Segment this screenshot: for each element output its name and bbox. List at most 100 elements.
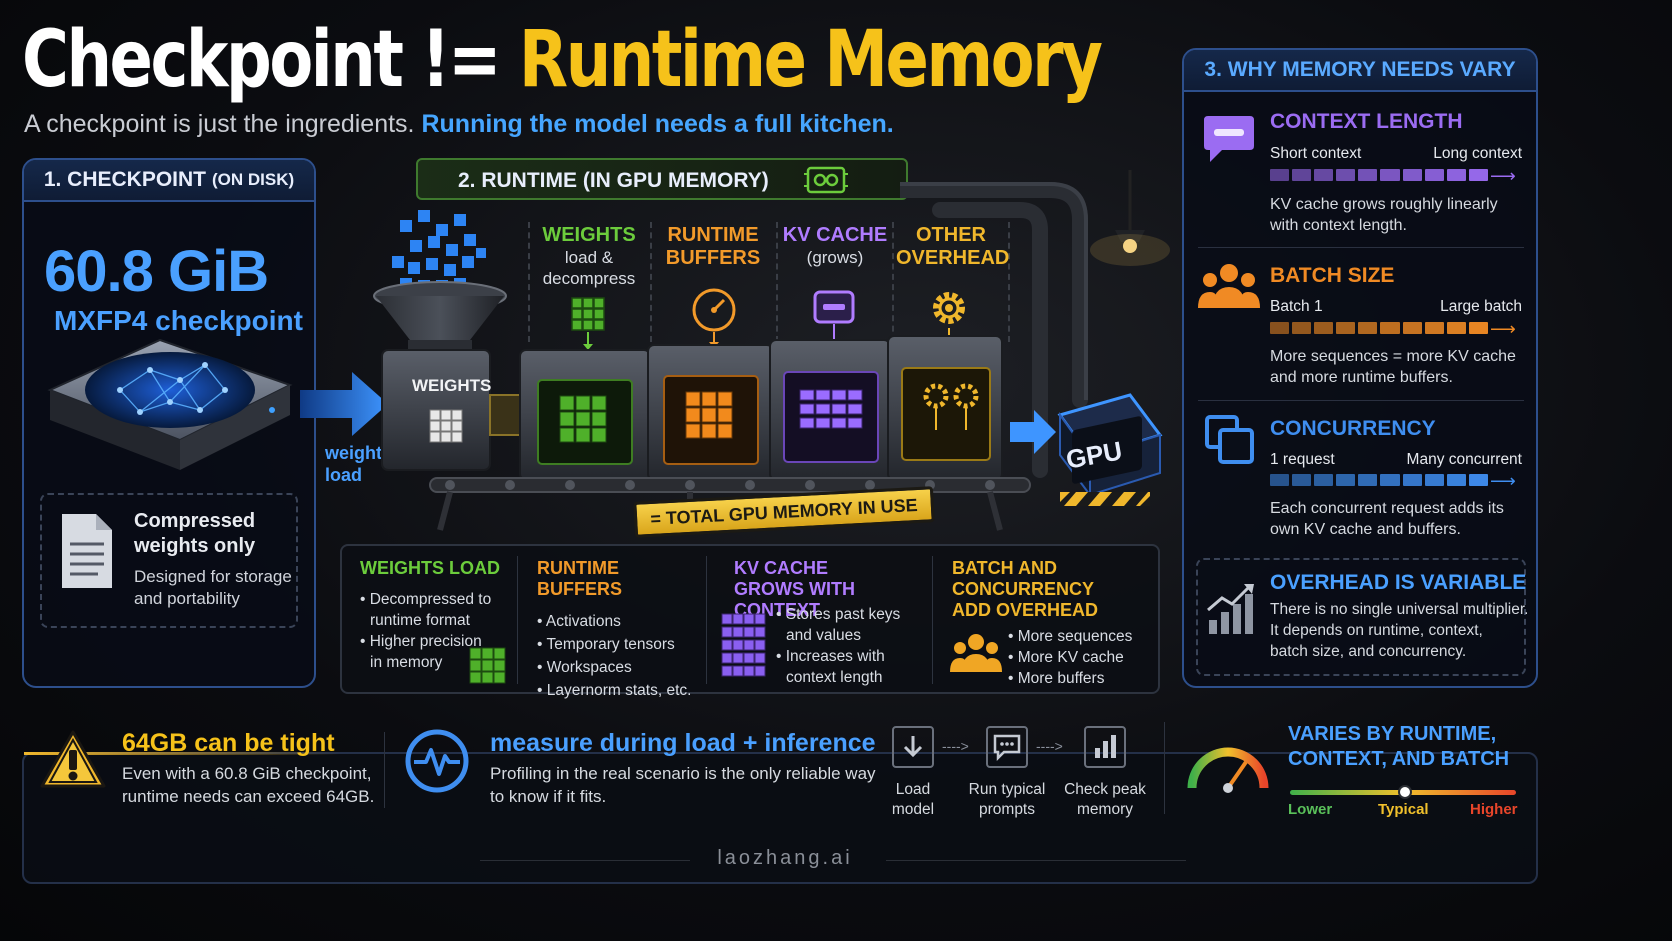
runtime-machine-illustration bbox=[373, 210, 1163, 531]
bar-chart-icon bbox=[1084, 726, 1126, 768]
checkpoint-heading-text: 1. CHECKPOINT bbox=[43, 168, 206, 191]
step-label: prompts bbox=[979, 801, 1035, 818]
bar-segment bbox=[1358, 169, 1378, 181]
step-run-prompts: Run typical prompts bbox=[962, 780, 1052, 820]
runtime-heading-text: 2. RUNTIME (IN GPU MEMORY) bbox=[458, 169, 769, 192]
hopper-weights-label: WEIGHTS bbox=[412, 376, 492, 395]
context-length-right-label: Long context bbox=[1433, 145, 1522, 162]
step-label: Run typical bbox=[968, 781, 1046, 798]
measure-desc: Profiling in the real scenario is the on… bbox=[490, 762, 876, 808]
arrow-right-icon: ⟶ bbox=[1490, 471, 1516, 491]
title-part-runtime-memory: Runtime Memory bbox=[518, 15, 1103, 105]
bar-segment bbox=[1358, 322, 1378, 334]
stage-weights: WEIGHTS load & decompress bbox=[532, 224, 646, 289]
box-desc-1: Designed for storage bbox=[134, 567, 292, 586]
checkpoint-panel-heading: 1. CHECKPOINT (ON DISK) bbox=[24, 160, 314, 202]
bar-segment bbox=[1402, 474, 1422, 486]
subtitle-part-1: A checkpoint is just the ingredients. bbox=[24, 110, 415, 138]
column-kv-bullets: • Stores past keys and values • Increase… bbox=[776, 604, 926, 688]
desc-line: KV cache grows roughly linearly bbox=[1270, 196, 1498, 213]
overhead-variable-desc: There is no single universal multiplier.… bbox=[1270, 599, 1528, 662]
column-divider bbox=[706, 556, 707, 684]
desc-line: Even with a 60.8 GiB checkpoint, bbox=[122, 764, 372, 783]
stage-sub: load & bbox=[564, 248, 614, 267]
bar-segment bbox=[1424, 322, 1444, 334]
measure-title: measure during load + inference bbox=[490, 729, 876, 757]
chat-bubble-icon bbox=[1204, 116, 1254, 162]
bar-segment bbox=[1446, 474, 1466, 486]
kv-cache-blocks-icon bbox=[721, 613, 766, 677]
bar-segment bbox=[1314, 322, 1334, 334]
bullet: Decompressed to bbox=[369, 591, 492, 608]
bullet: Higher precision bbox=[369, 633, 482, 650]
checkpoint-size: 60.8 GiB bbox=[44, 239, 269, 304]
bar-segment bbox=[1424, 474, 1444, 486]
people-group-icon bbox=[1198, 264, 1260, 308]
total-gpu-memory-text: = TOTAL GPU MEMORY IN USE bbox=[649, 494, 919, 529]
desc-line: Profiling in the real scenario is the on… bbox=[490, 764, 876, 783]
copy-windows-icon bbox=[1205, 415, 1254, 464]
stage-divider bbox=[776, 222, 778, 342]
checkpoint-format: MXFP4 checkpoint bbox=[54, 305, 303, 336]
box-title-2: weights only bbox=[134, 535, 256, 557]
step-label: Load bbox=[895, 781, 931, 798]
bar-segment bbox=[1468, 474, 1488, 486]
stage-title: OTHER bbox=[916, 224, 986, 246]
bullet: More KV cache bbox=[1017, 649, 1124, 666]
desc-line: runtime needs can exceed 64GB. bbox=[122, 787, 375, 806]
context-length-bar bbox=[1270, 169, 1488, 181]
stage-title: WEIGHTS bbox=[542, 224, 636, 246]
column-kv-cache: KV CACHE GROWS WITH CONTEXT bbox=[734, 558, 930, 621]
footer-line-right bbox=[886, 860, 1186, 861]
column-title: CONCURRENCY bbox=[952, 579, 1095, 599]
page-title: Checkpoint != Runtime Memory bbox=[22, 14, 1103, 106]
item-divider bbox=[1198, 247, 1524, 248]
column-title: WEIGHTS LOAD bbox=[360, 558, 500, 578]
footer-brand: laozhang.ai bbox=[717, 847, 853, 869]
concurrency-left-label: 1 request bbox=[1270, 451, 1335, 468]
compressed-weights-desc: Designed for storage and portability bbox=[134, 566, 292, 610]
people-group-icon bbox=[950, 634, 1002, 672]
bar-segment bbox=[1270, 322, 1290, 334]
prompt-chat-icon bbox=[986, 726, 1028, 768]
pipes-decoration bbox=[900, 170, 1170, 478]
step-load-model: Load model bbox=[873, 780, 953, 820]
bar-segment bbox=[1402, 169, 1422, 181]
dashed-arrow-icon: ----> bbox=[1036, 738, 1063, 754]
step-label: model bbox=[891, 801, 935, 818]
column-title: ADD OVERHEAD bbox=[952, 600, 1099, 620]
title-part-checkpoint: Checkpoint != bbox=[22, 15, 502, 105]
why-memory-panel: 3. WHY MEMORY NEEDS VARY bbox=[1182, 48, 1538, 688]
weights-load-arrow-icon bbox=[300, 372, 388, 436]
bottom-accent-line bbox=[24, 752, 340, 755]
bar-segment bbox=[1446, 322, 1466, 334]
compressed-weights-title: Compressed weights only bbox=[134, 509, 255, 559]
bar-segment bbox=[1380, 322, 1400, 334]
green-cube-icon bbox=[571, 297, 605, 350]
desc-line: to know if it fits. bbox=[490, 787, 607, 806]
bar-segment bbox=[1292, 474, 1312, 486]
bar-segment bbox=[1292, 169, 1312, 181]
bullet: More buffers bbox=[1017, 670, 1105, 687]
bar-segment bbox=[1358, 474, 1378, 486]
stage-divider bbox=[892, 222, 894, 342]
bullet: More sequences bbox=[1017, 628, 1133, 645]
column-title: KV CACHE bbox=[734, 558, 829, 578]
bar-segment bbox=[1336, 169, 1356, 181]
bullet: Increases with bbox=[785, 648, 885, 665]
arrow-label-1: weights bbox=[325, 443, 393, 463]
batch-size-desc: More sequences = more KV cache and more … bbox=[1270, 346, 1516, 388]
desc-line: Each concurrent request adds its bbox=[1270, 500, 1504, 517]
bullet: Stores past keys bbox=[785, 606, 901, 623]
document-icon bbox=[62, 514, 112, 588]
stage-runtime-buffers: RUNTIME BUFFERS bbox=[654, 224, 772, 270]
overhead-variable-box bbox=[1196, 558, 1526, 676]
column-bullets: • Decompressed to runtime format • Highe… bbox=[360, 589, 510, 673]
column-divider bbox=[517, 556, 518, 684]
varies-line: VARIES BY RUNTIME, bbox=[1288, 723, 1497, 745]
compressed-weights-box bbox=[40, 493, 298, 628]
typical-marker bbox=[1398, 785, 1412, 799]
bullet: Temporary tensors bbox=[546, 636, 675, 653]
bar-segment bbox=[1292, 322, 1312, 334]
bottom-divider bbox=[1164, 722, 1165, 814]
